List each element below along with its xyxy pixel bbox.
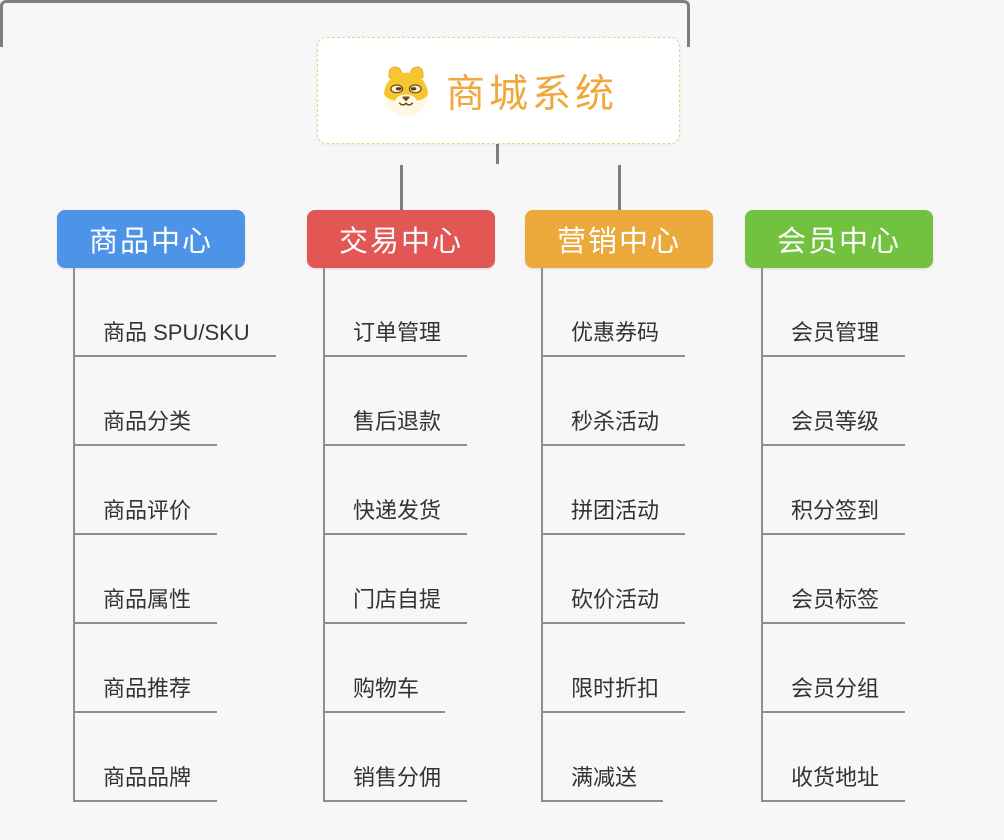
branch-header-marketing-center[interactable]: 营销中心 <box>525 210 713 268</box>
leaf-node[interactable]: 秒杀活动 <box>541 404 686 446</box>
root-title: 商城系统 <box>445 72 618 116</box>
root-node[interactable]: 商城系统 <box>317 37 680 144</box>
leaf-node[interactable]: 拼团活动 <box>541 493 686 535</box>
leaf-node[interactable]: 砍价活动 <box>541 582 686 624</box>
connector-drop-marketing <box>618 165 621 210</box>
leaf-node[interactable]: 商品品牌 <box>73 760 218 802</box>
branch-column-marketing-center: 营销中心 优惠券码 秒杀活动 拼团活动 砍价活动 限时折扣 满减送 <box>525 210 713 802</box>
leaf-node[interactable]: 积分签到 <box>761 493 906 535</box>
leaf-node[interactable]: 快递发货 <box>323 493 468 535</box>
connector-root-stub <box>496 142 499 164</box>
connector-rail <box>0 0 690 47</box>
leaf-node[interactable]: 商品评价 <box>73 493 218 535</box>
connector-drop-trade <box>400 165 403 210</box>
leaf-node[interactable]: 限时折扣 <box>541 671 686 713</box>
leaf-node[interactable]: 满减送 <box>541 760 664 802</box>
leaf-node[interactable]: 会员分组 <box>761 671 906 713</box>
branch-leaves-product-center: 商品 SPU/SKU 商品分类 商品评价 商品属性 商品推荐 商品品牌 <box>73 268 276 802</box>
branch-column-product-center: 商品中心 商品 SPU/SKU 商品分类 商品评价 商品属性 商品推荐 商品品牌 <box>57 210 276 802</box>
leaf-node[interactable]: 购物车 <box>323 671 446 713</box>
leaf-node[interactable]: 收货地址 <box>761 760 906 802</box>
branch-header-member-center[interactable]: 会员中心 <box>745 210 933 268</box>
leaf-node[interactable]: 售后退款 <box>323 404 468 446</box>
branch-leaves-member-center: 会员管理 会员等级 积分签到 会员标签 会员分组 收货地址 <box>761 268 933 802</box>
leaf-node[interactable]: 商品 SPU/SKU <box>73 315 276 357</box>
leaf-node[interactable]: 会员管理 <box>761 315 906 357</box>
leaf-node[interactable]: 商品属性 <box>73 582 218 624</box>
leaf-node[interactable]: 会员等级 <box>761 404 906 446</box>
branch-leaves-marketing-center: 优惠券码 秒杀活动 拼团活动 砍价活动 限时折扣 满减送 <box>541 268 713 802</box>
branch-header-trade-center[interactable]: 交易中心 <box>307 210 495 268</box>
leaf-node[interactable]: 门店自提 <box>323 582 468 624</box>
leaf-node[interactable]: 订单管理 <box>323 315 468 357</box>
leaf-node[interactable]: 商品分类 <box>73 404 218 446</box>
branch-leaves-trade-center: 订单管理 售后退款 快递发货 门店自提 购物车 销售分佣 <box>323 268 495 802</box>
branch-column-trade-center: 交易中心 订单管理 售后退款 快递发货 门店自提 购物车 销售分佣 <box>307 210 495 802</box>
leaf-node[interactable]: 优惠券码 <box>541 315 686 357</box>
branch-column-member-center: 会员中心 会员管理 会员等级 积分签到 会员标签 会员分组 收货地址 <box>745 210 933 802</box>
branch-header-product-center[interactable]: 商品中心 <box>57 210 245 268</box>
leaf-node[interactable]: 商品推荐 <box>73 671 218 713</box>
leaf-node[interactable]: 会员标签 <box>761 582 906 624</box>
shiba-dog-icon <box>384 66 428 116</box>
leaf-node[interactable]: 销售分佣 <box>323 760 468 802</box>
